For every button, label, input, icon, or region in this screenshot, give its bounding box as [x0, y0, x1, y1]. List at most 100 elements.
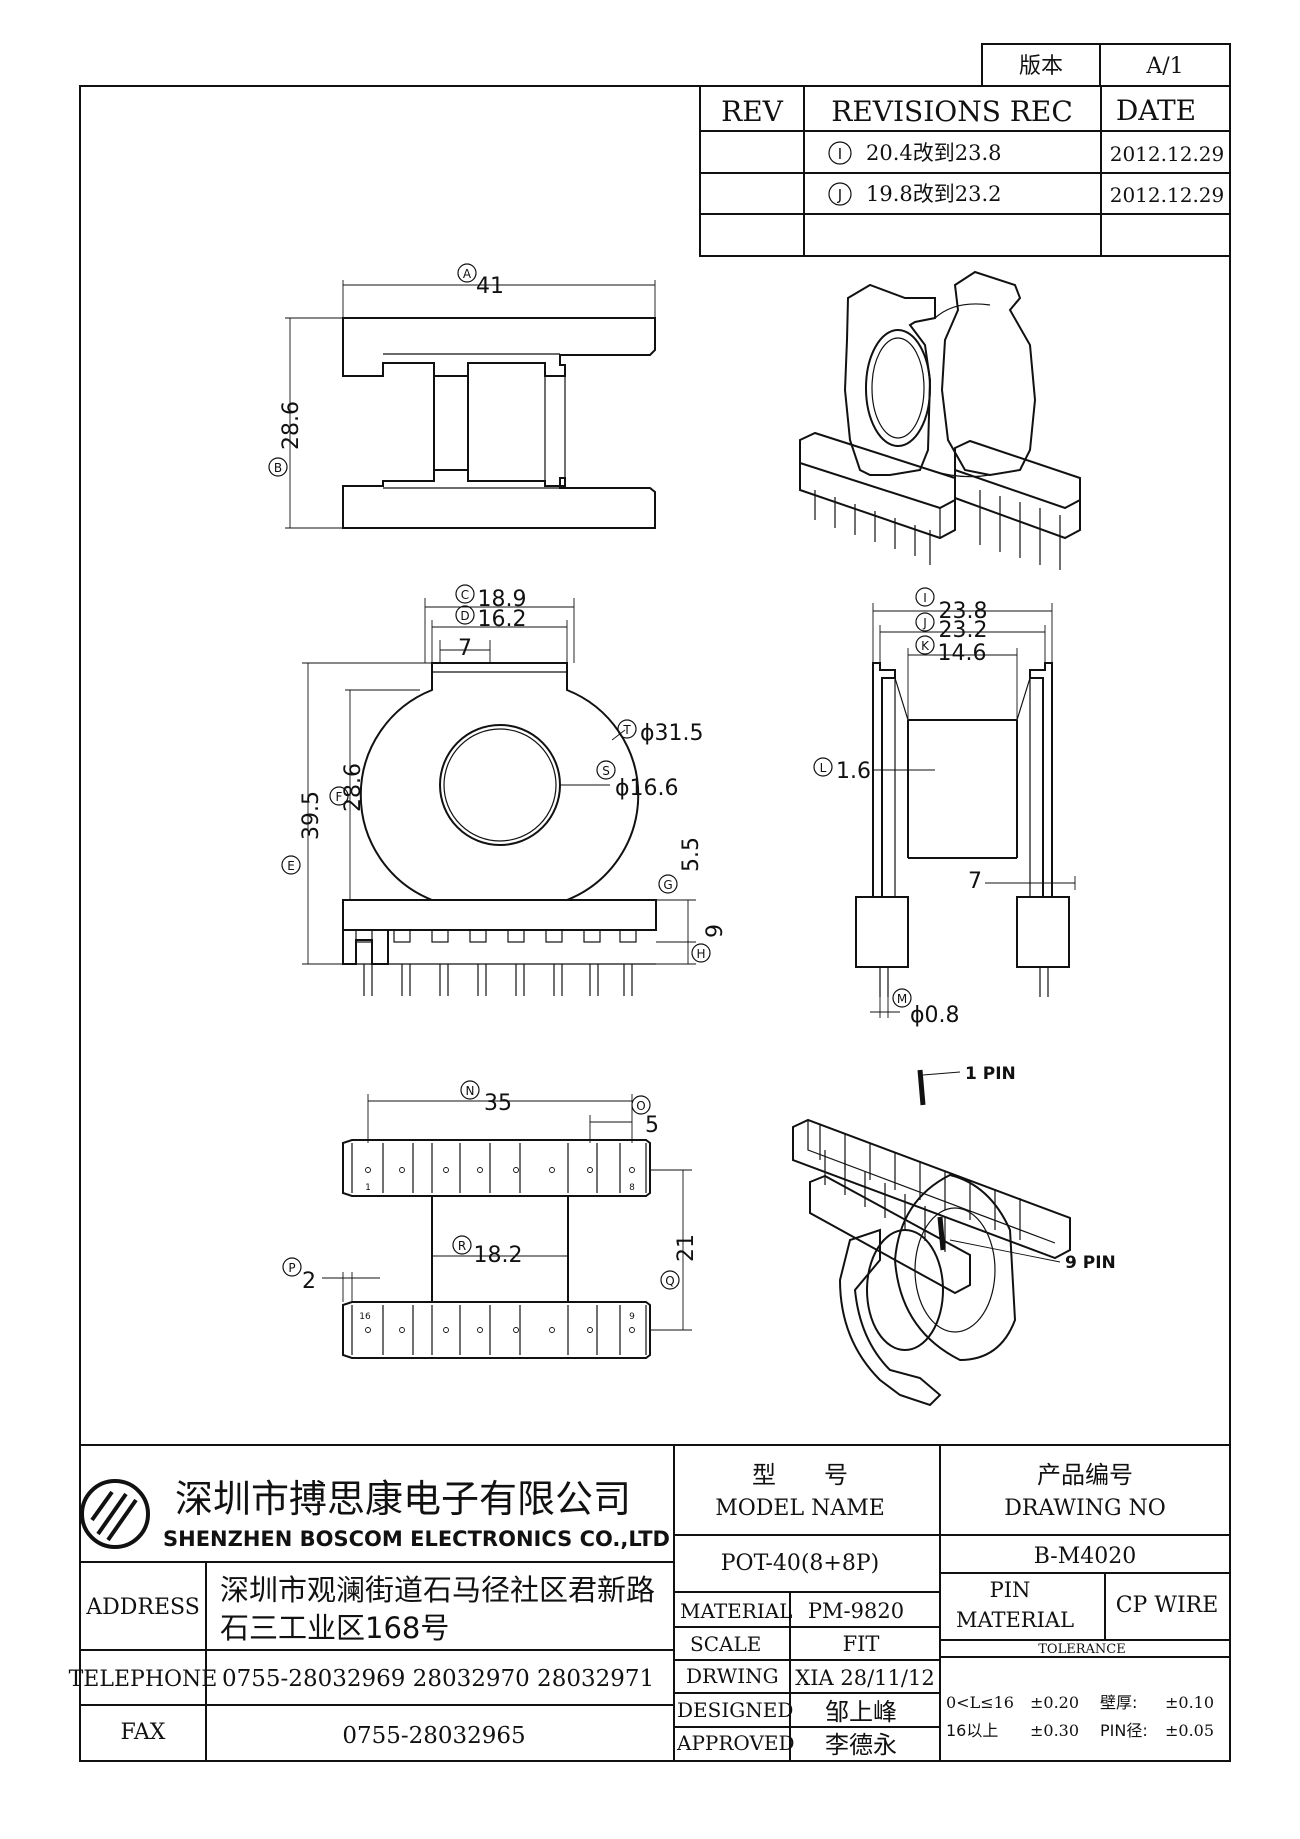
front-view: C 18.9 D 16.2 7 T ϕ31.5 S ϕ16.6 E 39.5 F… — [281, 584, 728, 996]
telephone-label: TELEPHONE — [69, 1667, 218, 1692]
dim-m-value: ϕ0.8 — [910, 1003, 960, 1028]
revisions-rec-header: REVISIONS REC — [831, 95, 1073, 128]
drawing-no-cn: 产品编号 — [1037, 1461, 1133, 1489]
dim-7-side-value: 7 — [968, 869, 982, 894]
dim-h-tag: H — [696, 947, 705, 961]
model-name-value: POT-40(8+8P) — [721, 1551, 880, 1576]
dim-7-top-value: 7 — [458, 636, 472, 661]
rev-j-tag: J — [837, 186, 842, 204]
dim-g-tag: G — [663, 878, 672, 892]
date-header: DATE — [1116, 94, 1196, 127]
pin-1-label: 1 PIN — [965, 1064, 1016, 1084]
iso-view-bottom: 1 PIN 9 PIN — [792, 1064, 1116, 1407]
tol-row2-pin-label: PIN径: — [1100, 1721, 1148, 1740]
dim-q-value: 21 — [674, 1234, 699, 1262]
pin-material-label-1: PIN — [990, 1578, 1031, 1602]
dim-n-tag: N — [466, 1084, 475, 1098]
dim-l-tag: L — [820, 761, 827, 775]
dim-r-value: 18.2 — [474, 1243, 523, 1268]
dim-t-value: ϕ31.5 — [640, 721, 704, 746]
pin-number-1: 1 — [365, 1183, 371, 1193]
dim-j-value: 23.2 — [939, 618, 988, 643]
rev-j-text: 19.8改到23.2 — [866, 182, 1002, 206]
rev-j-circle — [828, 182, 852, 206]
dim-a-tag: A — [463, 267, 472, 281]
pin-material-value: CP WIRE — [1116, 1593, 1219, 1618]
dim-o-value: 5 — [645, 1113, 659, 1138]
dim-i-value: 23.8 — [939, 599, 988, 624]
dim-a-value: 41 — [476, 274, 504, 299]
tol-row2-range: 16以上 — [946, 1721, 998, 1740]
dim-t-tag: T — [622, 723, 631, 737]
dim-h-value: 9 — [703, 924, 728, 938]
address-line2: 石三工业区168号 — [220, 1611, 449, 1645]
material-value: PM-9820 — [808, 1599, 904, 1623]
fax-label: FAX — [121, 1720, 166, 1745]
material-label: MATERIAL — [680, 1599, 792, 1623]
company-name-cn: 深圳市搏思康电子有限公司 — [175, 1477, 631, 1521]
dim-b-value: 28.6 — [279, 401, 304, 450]
drawing-no-en: DRAWING NO — [1004, 1496, 1166, 1521]
scale-value: FIT — [843, 1632, 880, 1656]
bottom-view: 1 8 16 9 N 35 O 5 Q 21 R 18 — [282, 1080, 699, 1359]
approved-value: 李德永 — [825, 1731, 897, 1759]
rev-header: REV — [721, 95, 784, 128]
dim-r-tag: R — [458, 1239, 466, 1253]
revisions-table: REV REVISIONS REC DATE I 20.4改到23.8 2012… — [699, 85, 1231, 257]
approved-label: APPROVED — [676, 1731, 795, 1755]
company-logo — [80, 1479, 150, 1549]
dim-b-tag: B — [274, 461, 282, 475]
title-block: 深圳市搏思康电子有限公司 SHENZHEN BOSCOM ELECTRONICS… — [69, 1444, 1230, 1761]
tol-row1-range: 0<L≤16 — [946, 1693, 1014, 1712]
dim-e-value: 39.5 — [299, 791, 324, 840]
drwing-label: DRWING — [686, 1664, 779, 1688]
front-bore-circle — [439, 724, 561, 846]
tol-row2-value: ±0.30 — [1030, 1721, 1079, 1740]
rev-i-tag: I — [838, 145, 842, 163]
dim-p-value: 2 — [302, 1269, 316, 1294]
tol-row1-wall-value: ±0.10 — [1165, 1693, 1214, 1712]
side-view-top: A 41 B 28.6 — [268, 263, 656, 529]
rev-i-text: 20.4改到23.8 — [866, 141, 1002, 165]
version-label: 版本 — [1019, 54, 1063, 79]
pin-number-8: 8 — [629, 1183, 635, 1193]
version-box: 版本 A/1 — [981, 43, 1231, 87]
drwing-value: XIA 28/11/12 — [795, 1666, 934, 1690]
version-value: A/1 — [1145, 54, 1183, 79]
dim-f-tag: F — [336, 790, 343, 804]
pin-9-label: 9 PIN — [1065, 1253, 1116, 1273]
dim-p-tag: P — [288, 1261, 295, 1275]
side-view-section: I 23.8 J 23.2 K 14.6 L 1.6 7 M ϕ0.8 — [813, 587, 1076, 1028]
rev-j-date: 2012.12.29 — [1110, 183, 1225, 207]
dim-d-tag: D — [460, 609, 469, 623]
dim-g-value: 5.5 — [679, 837, 704, 872]
dim-c-value: 18.9 — [478, 587, 527, 612]
tolerance-label: TOLERANCE — [1038, 1642, 1125, 1657]
dim-j-tag: J — [922, 616, 927, 630]
dim-o-tag: O — [636, 1099, 645, 1113]
dim-m-tag: M — [897, 992, 907, 1006]
dim-s-tag: S — [602, 764, 610, 778]
dim-d-value: 16.2 — [478, 607, 527, 632]
dim-i-tag: I — [923, 591, 927, 605]
dim-e-tag: E — [287, 859, 295, 873]
company-name-en: SHENZHEN BOSCOM ELECTRONICS CO.,LTD — [163, 1527, 670, 1551]
dim-q-tag: Q — [665, 1274, 674, 1288]
pin-number-9: 9 — [629, 1312, 635, 1322]
tol-row2-pin-value: ±0.05 — [1165, 1721, 1214, 1740]
dim-n-value: 35 — [484, 1091, 512, 1116]
pin-number-16: 16 — [359, 1312, 371, 1322]
sheet-frame — [79, 85, 1231, 1762]
dim-k-tag: K — [921, 639, 930, 653]
telephone-value: 0755-28032969 28032970 28032971 — [222, 1666, 654, 1692]
dim-s-value: ϕ16.6 — [615, 776, 679, 801]
rev-i-circle — [828, 141, 852, 165]
model-name-en: MODEL NAME — [715, 1496, 885, 1521]
dim-k-value: 14.6 — [938, 641, 987, 666]
designed-value: 邹上峰 — [825, 1698, 897, 1726]
address-label: ADDRESS — [85, 1595, 200, 1620]
dim-l-value: 1.6 — [836, 759, 871, 784]
drawing-no-value: B-M4020 — [1034, 1544, 1137, 1569]
address-line1: 深圳市观澜街道石马径社区君新路 — [220, 1573, 655, 1607]
dim-c-tag: C — [461, 588, 469, 602]
